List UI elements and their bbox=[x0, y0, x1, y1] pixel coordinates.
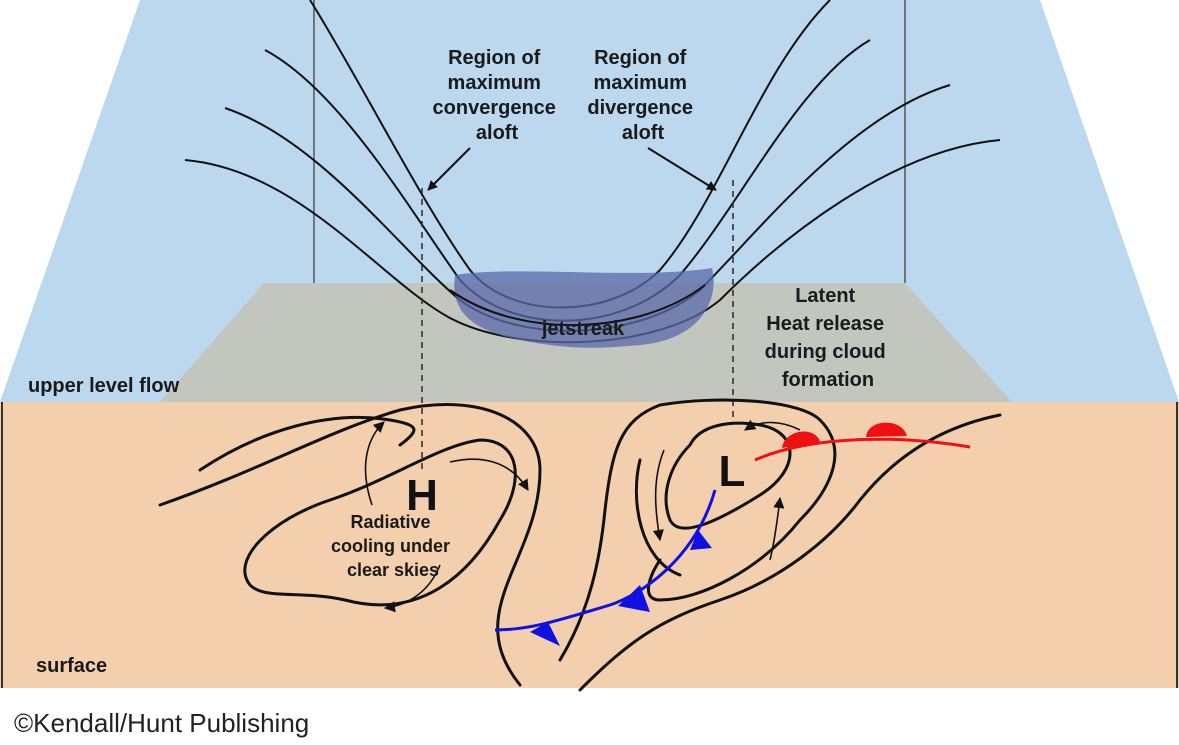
surface-isobars bbox=[158, 398, 1002, 692]
publisher-name: Kendall/Hunt Publishing bbox=[33, 708, 310, 738]
convergence-arrow bbox=[427, 147, 471, 191]
divergence-arrow bbox=[647, 147, 717, 191]
warm-front bbox=[754, 422, 971, 462]
upper-level-flow-label: upper level flow bbox=[28, 375, 180, 397]
surface-label: surface bbox=[36, 655, 107, 677]
cold-front bbox=[494, 489, 717, 646]
high-pressure-symbol: H bbox=[406, 471, 438, 520]
copyright-credit: ©Kendall/Hunt Publishing bbox=[14, 708, 309, 739]
radiative-cooling-label: Radiative cooling under clear skies bbox=[331, 512, 455, 580]
low-pressure-symbol: L bbox=[719, 447, 746, 496]
divergence-label: Region of maximum divergence aloft bbox=[587, 47, 698, 144]
circulation-arrows bbox=[364, 419, 801, 613]
jetstreak-label: jetstreak bbox=[541, 318, 625, 340]
copyright-symbol: © bbox=[14, 708, 34, 738]
jetstreak-region bbox=[454, 268, 714, 348]
latent-heat-label: Latent Heat release during cloud formati… bbox=[765, 285, 892, 391]
surface-plane bbox=[0, 402, 1179, 688]
convergence-label: Region of maximum convergence aloft bbox=[433, 47, 562, 144]
